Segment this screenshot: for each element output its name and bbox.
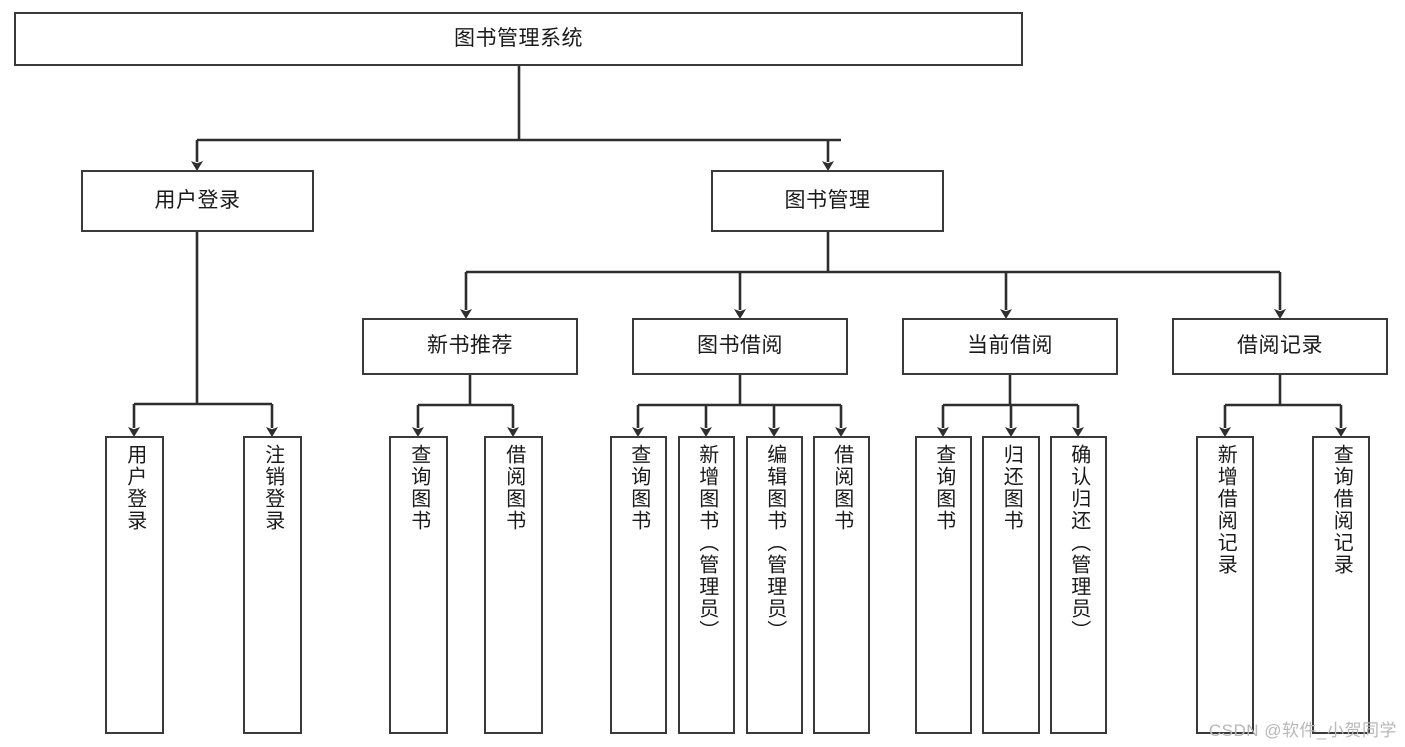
node-leaf-add-book-label: 新增图书（管理员） <box>695 444 718 642</box>
node-new-book-recommend-label: 新书推荐 <box>427 334 513 358</box>
node-leaf-query-record-label: 查询借阅记录 <box>1330 444 1353 576</box>
node-leaf-edit-book-label: 编辑图书（管理员） <box>763 444 786 642</box>
node-borrow-record[interactable]: 借阅记录 <box>1172 318 1388 375</box>
node-leaf-query-book-1[interactable]: 查询图书 <box>389 436 448 734</box>
node-leaf-user-login-label: 用户登录 <box>123 444 146 532</box>
node-user-login-label: 用户登录 <box>154 188 241 212</box>
watermark: CSDN @软件_小贺同学 <box>1208 721 1397 740</box>
node-root-label: 图书管理系统 <box>454 26 583 50</box>
node-leaf-query-record[interactable]: 查询借阅记录 <box>1312 436 1370 734</box>
node-new-book-recommend[interactable]: 新书推荐 <box>362 318 578 375</box>
node-book-manage[interactable]: 图书管理 <box>711 170 944 232</box>
node-leaf-user-login[interactable]: 用户登录 <box>105 436 164 734</box>
node-leaf-borrow-book-1-label: 借阅图书 <box>502 444 525 532</box>
node-leaf-add-book[interactable]: 新增图书（管理员） <box>678 436 735 734</box>
node-book-borrow-label: 图书借阅 <box>697 334 783 358</box>
node-leaf-logout-label: 注销登录 <box>261 444 284 532</box>
node-leaf-query-book-1-label: 查询图书 <box>407 444 430 532</box>
node-leaf-return-book[interactable]: 归还图书 <box>982 436 1040 734</box>
node-leaf-add-record[interactable]: 新增借阅记录 <box>1196 436 1254 734</box>
node-leaf-return-book-label: 归还图书 <box>1000 444 1023 532</box>
node-leaf-query-book-2-label: 查询图书 <box>627 444 650 532</box>
node-book-manage-label: 图书管理 <box>784 188 871 212</box>
node-leaf-query-book-2[interactable]: 查询图书 <box>610 436 667 734</box>
node-leaf-borrow-book-2-label: 借阅图书 <box>830 444 853 532</box>
node-root[interactable]: 图书管理系统 <box>14 12 1023 66</box>
node-leaf-borrow-book-1[interactable]: 借阅图书 <box>484 436 543 734</box>
node-leaf-edit-book[interactable]: 编辑图书（管理员） <box>746 436 803 734</box>
node-leaf-query-book-3[interactable]: 查询图书 <box>915 436 972 734</box>
node-user-login[interactable]: 用户登录 <box>81 170 314 232</box>
node-borrow-record-label: 借阅记录 <box>1237 334 1323 358</box>
node-leaf-query-book-3-label: 查询图书 <box>932 444 955 532</box>
node-book-borrow[interactable]: 图书借阅 <box>632 318 848 375</box>
node-leaf-add-record-label: 新增借阅记录 <box>1214 444 1237 576</box>
node-current-borrow[interactable]: 当前借阅 <box>902 318 1118 375</box>
node-current-borrow-label: 当前借阅 <box>967 334 1053 358</box>
node-leaf-logout[interactable]: 注销登录 <box>243 436 302 734</box>
node-leaf-borrow-book-2[interactable]: 借阅图书 <box>813 436 870 734</box>
node-leaf-confirm-return[interactable]: 确认归还（管理员） <box>1050 436 1107 734</box>
node-leaf-confirm-return-label: 确认归还（管理员） <box>1067 444 1090 642</box>
